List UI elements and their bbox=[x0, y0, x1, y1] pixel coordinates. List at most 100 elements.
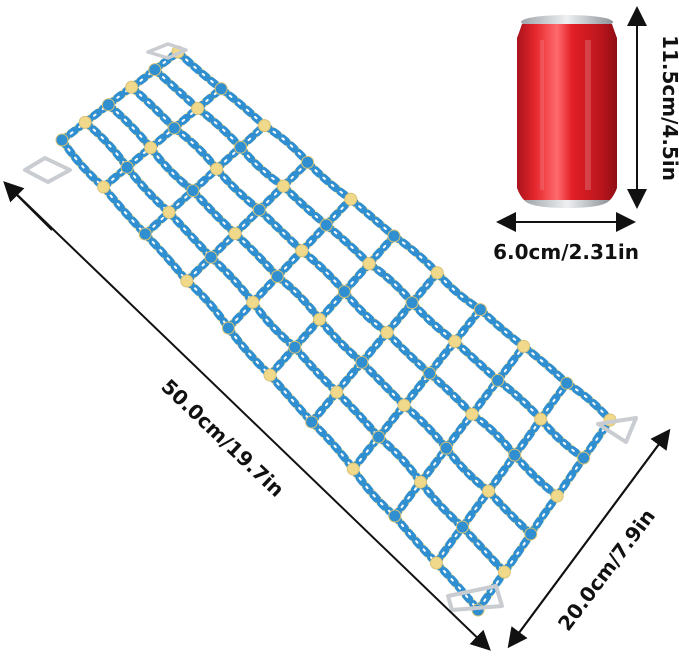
rope-cross-segment-strand bbox=[556, 457, 585, 497]
rope-knot bbox=[372, 430, 386, 444]
rope-knot bbox=[120, 160, 134, 174]
rope-long-segment-strand bbox=[104, 100, 155, 152]
rope-knot bbox=[191, 101, 205, 115]
carabiner-hook-right bbox=[596, 416, 638, 444]
rope-long-segment-strand bbox=[510, 451, 562, 500]
rope-knot bbox=[577, 451, 591, 465]
rope-long-segment-strand bbox=[146, 143, 197, 195]
can-height-label: 11.5cm/4.5in bbox=[658, 35, 679, 181]
rope-net bbox=[55, 45, 617, 617]
rope-knot bbox=[162, 205, 176, 219]
rope-long-segment-strand bbox=[332, 388, 383, 442]
rope-cross-segment-strand bbox=[477, 571, 506, 611]
width-arrow-back bbox=[507, 431, 669, 649]
rope-knot bbox=[138, 227, 152, 241]
rope-long-segment-strand bbox=[188, 186, 240, 238]
rope-long-segment-strand bbox=[433, 268, 485, 314]
rope-long-segment-strand bbox=[374, 433, 425, 487]
rope-long-segment-strand bbox=[322, 220, 374, 268]
rope-knot bbox=[263, 368, 277, 382]
rope-knot bbox=[550, 489, 564, 503]
rope-long-segment-strand bbox=[193, 104, 245, 152]
rope-long-segment-strand bbox=[141, 230, 191, 285]
rope-knot bbox=[429, 556, 443, 570]
rope-cross-segment-strand bbox=[419, 447, 448, 484]
rope-long-segment-strand bbox=[231, 229, 282, 281]
rope-knot bbox=[465, 407, 479, 421]
rope-knot bbox=[234, 140, 248, 154]
rope-long-segment-strand bbox=[307, 418, 358, 473]
rope-cross-segment-strand bbox=[503, 533, 532, 573]
rope-long-segment-strand bbox=[266, 371, 316, 426]
rope-long-segment-strand bbox=[206, 253, 257, 307]
rope-knot bbox=[497, 565, 511, 579]
rope-knot bbox=[430, 266, 444, 280]
rope-long-segment-strand bbox=[165, 208, 215, 262]
rope-knot bbox=[534, 412, 548, 426]
rope-knot bbox=[524, 527, 538, 541]
rope-knot bbox=[330, 385, 344, 399]
rope-long-segment-strand bbox=[484, 487, 535, 538]
rope-knot bbox=[305, 415, 319, 429]
rope-cross-segment-strand bbox=[461, 490, 490, 529]
rope-knot bbox=[491, 373, 505, 387]
rope-knot bbox=[252, 203, 266, 217]
rope-long-segment-strand bbox=[390, 512, 441, 567]
rope-knot bbox=[482, 484, 496, 498]
rope-long-segment-strand bbox=[224, 324, 274, 379]
rope-knot bbox=[148, 63, 162, 77]
rope-long-segment-strand bbox=[365, 259, 417, 307]
rope-long-segment-strand bbox=[562, 379, 614, 424]
rope-long-segment-strand bbox=[255, 205, 306, 255]
rope-long-segment-strand bbox=[476, 305, 528, 351]
rope-long-segment-strand bbox=[450, 337, 502, 385]
rope-knot bbox=[362, 257, 376, 271]
carabiner-hook-top bbox=[146, 42, 188, 60]
rope-long-segment-strand bbox=[260, 121, 312, 167]
rope-long-segment-strand bbox=[303, 158, 355, 204]
rope-knot bbox=[397, 398, 411, 412]
rope-long-segment-strand bbox=[425, 369, 477, 419]
rope-long-segment-strand bbox=[382, 328, 434, 378]
rope-knot bbox=[380, 325, 394, 339]
rope-long-segment-strand bbox=[290, 343, 341, 397]
rope-long-segment-strand bbox=[236, 143, 288, 191]
rope-long-segment-strand bbox=[468, 410, 519, 460]
rope-knot bbox=[387, 229, 401, 243]
rope-knot bbox=[355, 355, 369, 369]
rope-knot bbox=[55, 133, 69, 147]
rope-knot bbox=[186, 184, 200, 198]
rope-long-segment-strand bbox=[170, 124, 221, 173]
rope-knot bbox=[301, 155, 315, 169]
rope-cross-segment-strand bbox=[513, 418, 542, 457]
carabiner-hook-bottom bbox=[446, 584, 504, 612]
rope-long-segment-strand bbox=[273, 272, 324, 324]
rope-cross-segment-strand bbox=[403, 372, 431, 407]
rope-long-segment-strand bbox=[182, 277, 233, 332]
can-width-label: 6.0cm/2.31in bbox=[493, 240, 639, 264]
width-label: 20.0cm/7.9in bbox=[553, 504, 660, 635]
rope-cross-segment-strand bbox=[393, 481, 422, 517]
rope-knot bbox=[246, 295, 260, 309]
rope-knot bbox=[295, 244, 309, 258]
rope-knot bbox=[337, 285, 351, 299]
rope-knot bbox=[455, 520, 469, 534]
rope-knot bbox=[214, 82, 228, 96]
rope-knot bbox=[78, 115, 92, 129]
rope-knot bbox=[423, 366, 437, 380]
rope-long-segment-strand bbox=[442, 444, 493, 496]
length-arrow-line bbox=[5, 183, 491, 651]
rope-long-segment-strand bbox=[297, 246, 349, 296]
rope-long-segment-strand bbox=[493, 376, 545, 424]
rope-knot bbox=[210, 162, 224, 176]
rope-knot bbox=[270, 269, 284, 283]
rope-knot bbox=[313, 312, 327, 326]
rope-knot bbox=[101, 98, 115, 112]
rope-knot bbox=[508, 448, 522, 462]
rope-long-segment-strand bbox=[536, 415, 588, 462]
rope-long-segment-strand bbox=[340, 287, 391, 337]
rope-knot bbox=[473, 303, 487, 317]
soda-can bbox=[517, 15, 617, 208]
